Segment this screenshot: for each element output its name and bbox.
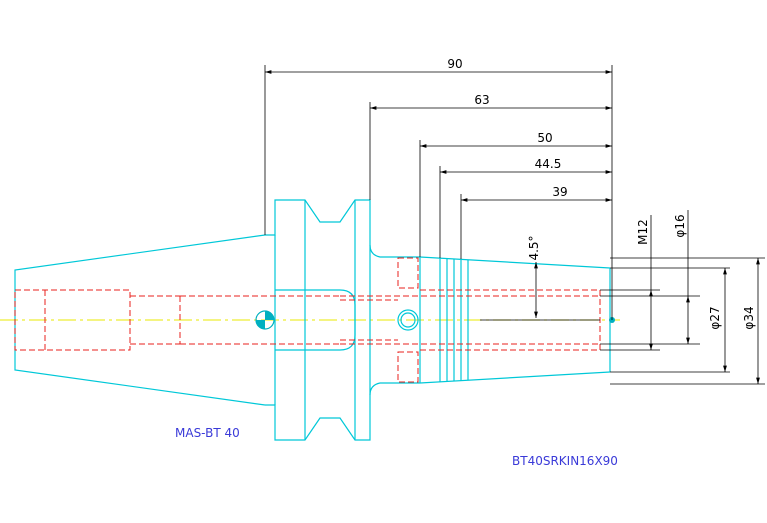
dim-63-label: 63 [474, 93, 489, 107]
dim-90-label: 90 [447, 57, 462, 71]
dim-angle-label: 4.5° [527, 235, 541, 260]
dim-39 [460, 194, 612, 259]
dim-90 [264, 65, 613, 320]
holder-label: MAS-BT 40 [175, 426, 240, 440]
dim-44-5-label: 44.5 [535, 157, 562, 171]
model-label: BT40SRKIN16X90 [512, 454, 618, 468]
dim-angle [480, 262, 600, 321]
dim-diameters [600, 210, 765, 385]
hidden-lines [14, 257, 601, 383]
dim-thread-label: M12 [636, 219, 650, 245]
dim-dia16-label: φ16 [673, 214, 687, 237]
center-mark-left [255, 310, 275, 330]
dim-44-5 [439, 166, 612, 258]
collet-nose-outline [397, 256, 611, 384]
flange-outline [265, 199, 420, 441]
dim-63 [369, 102, 612, 200]
dim-dia27-label: φ27 [708, 306, 722, 329]
dim-39-label: 39 [552, 185, 567, 199]
dim-50-label: 50 [537, 131, 552, 145]
dim-50 [419, 140, 612, 257]
dim-dia34-label: φ34 [742, 306, 756, 329]
